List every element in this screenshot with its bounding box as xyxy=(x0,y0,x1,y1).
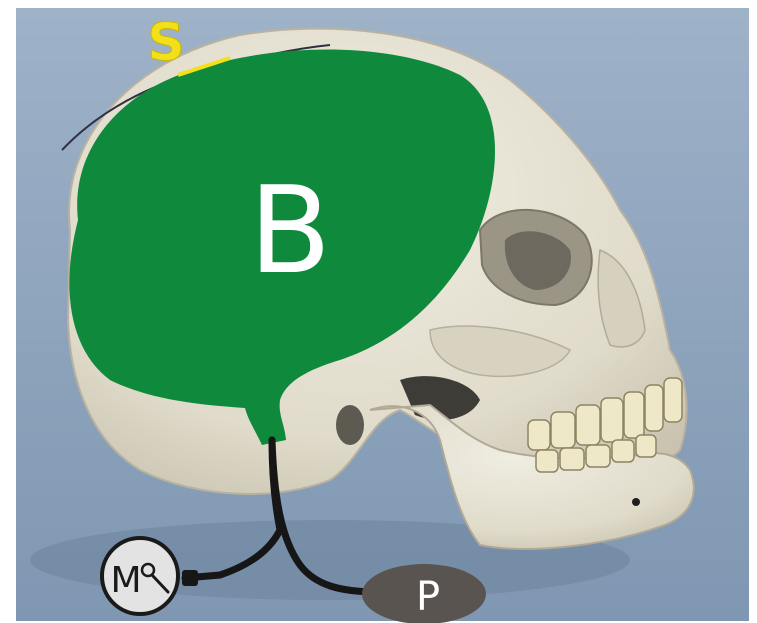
tooth xyxy=(601,398,623,442)
sensor-label: S xyxy=(147,13,184,73)
ear-canal xyxy=(336,405,364,445)
tooth xyxy=(560,448,584,470)
tooth xyxy=(576,405,600,445)
meter-label: M xyxy=(110,560,141,601)
meter-connector xyxy=(182,570,198,586)
brain-label: B xyxy=(249,162,331,301)
mental-foramen xyxy=(632,498,640,506)
tooth xyxy=(551,412,575,448)
plug: P xyxy=(362,564,486,623)
meter: M xyxy=(102,538,178,614)
tooth xyxy=(645,385,663,431)
tooth xyxy=(664,378,682,422)
tooth xyxy=(624,392,644,438)
plug-label: P xyxy=(416,574,440,620)
tooth xyxy=(612,440,634,462)
tooth xyxy=(528,420,550,450)
tooth xyxy=(536,450,558,472)
tooth xyxy=(586,445,610,467)
tooth xyxy=(636,435,656,457)
